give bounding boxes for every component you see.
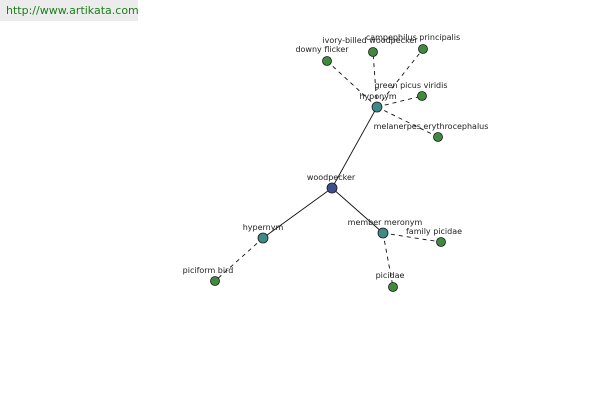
edge-hypernym-to-piciform-bird (214, 237, 264, 282)
edge-hyponym-to-melanerpes (376, 106, 439, 138)
labels-layer: woodpecker hyponym hypernym member meronym d… (183, 33, 489, 280)
node-ivory-billed[interactable] (368, 47, 378, 57)
label-picidae: picidae (376, 271, 405, 280)
node-downy-flicker[interactable] (322, 56, 332, 66)
label-woodpecker: woodpecker (307, 173, 356, 182)
nodes-layer (210, 44, 446, 292)
node-picidae[interactable] (388, 282, 398, 292)
edge-hyponym-to-ivory-billed (372, 51, 378, 108)
label-hyponym: hyponym (359, 92, 397, 101)
label-green-picus: green picus viridis (374, 81, 447, 90)
node-family-picidae[interactable] (436, 237, 446, 247)
edges-layer (214, 48, 442, 288)
edge-woodpecker-to-hypernym (262, 187, 333, 239)
label-melanerpes: melanerpes erythrocephalus (374, 122, 489, 131)
label-ivory-billed: ivory-billed woodpecker (322, 36, 418, 45)
label-member-meronym: member meronym (348, 218, 423, 227)
node-melanerpes[interactable] (433, 132, 443, 142)
edge-member-meronym-to-family-picidae (382, 232, 442, 243)
label-family-picidae: family picidae (406, 227, 462, 236)
edge-woodpecker-to-hyponym (331, 106, 378, 189)
label-hypernym: hypernym (243, 223, 284, 232)
node-campephilus[interactable] (418, 44, 428, 54)
edge-woodpecker-to-member-meronym (331, 187, 384, 234)
label-campephilus: campephilus principalis (366, 33, 460, 42)
edge-hyponym-to-downy-flicker (326, 60, 378, 108)
node-green-picus[interactable] (417, 91, 427, 101)
node-piciform-bird[interactable] (210, 276, 220, 286)
edge-member-meronym-to-picidae (382, 232, 394, 288)
node-hyponym[interactable] (371, 101, 383, 113)
node-hypernym[interactable] (257, 232, 269, 244)
label-piciform-bird: piciform bird (183, 266, 234, 275)
watermark-link[interactable]: http://www.artikata.com (0, 0, 138, 21)
label-downy-flicker: downy flicker (295, 45, 349, 54)
node-woodpecker[interactable] (326, 182, 338, 194)
node-member-meronym[interactable] (377, 227, 389, 239)
